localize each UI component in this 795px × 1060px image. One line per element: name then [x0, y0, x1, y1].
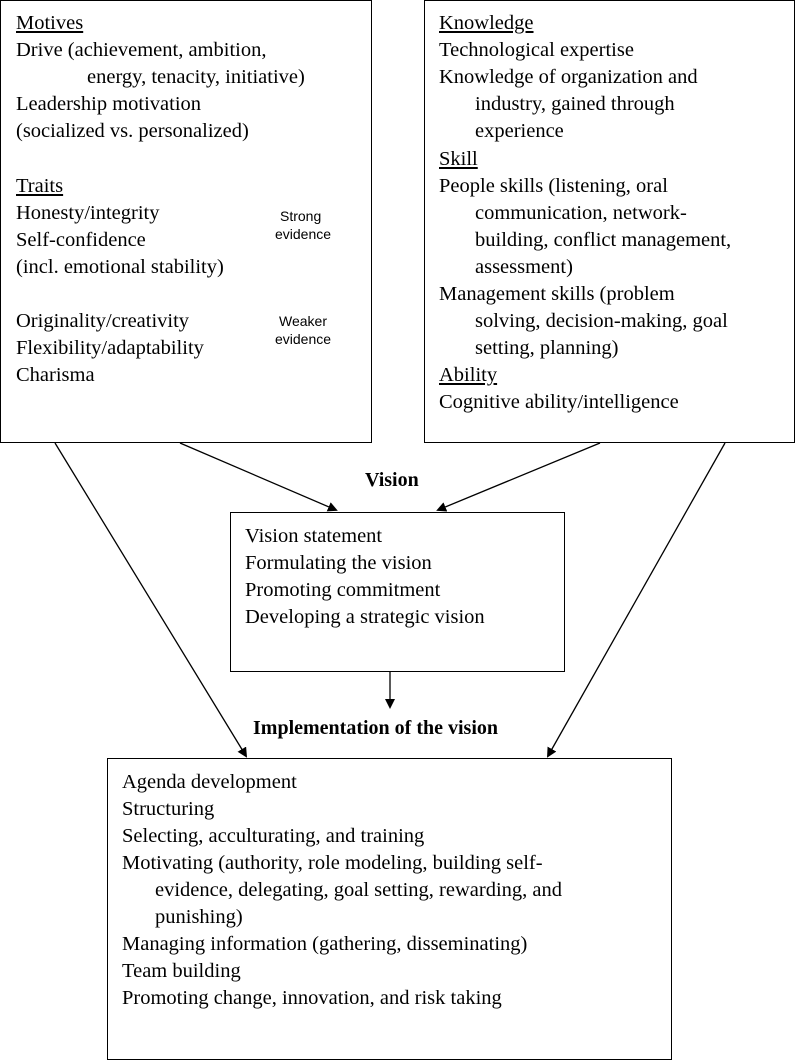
drive-text: Drive (achievement, ambition,	[16, 39, 267, 61]
knowledge-of-organization-cont1: industry, gained through	[475, 93, 675, 115]
technological-expertise: Technological expertise	[439, 39, 634, 61]
vision-item: Developing a strategic vision	[245, 606, 485, 628]
motives-heading: Motives	[16, 12, 84, 34]
trait-charisma: Charisma	[16, 364, 95, 386]
implementation-box: Agenda development Structuring Selecting…	[107, 758, 672, 1060]
trait-originality: Originality/creativity	[16, 310, 190, 332]
implementation-item-motivating: Motivating (authority, role modeling, bu…	[122, 852, 543, 874]
cognitive-ability: Cognitive ability/intelligence	[439, 391, 679, 413]
drive-text-continued: energy, tenacity, initiative)	[87, 66, 305, 88]
people-skills-cont3: assessment)	[475, 256, 573, 278]
implementation-item-team: Team building	[122, 960, 241, 982]
knowledge-heading: Knowledge	[439, 12, 534, 34]
people-skills: People skills (listening, oral	[439, 175, 668, 197]
implementation-item-managing: Managing information (gathering, dissemi…	[122, 933, 528, 955]
leadership-motivation-text: Leadership motivation	[16, 93, 202, 115]
vision-item: Promoting commitment	[245, 579, 441, 601]
traits-heading: Traits	[16, 175, 64, 197]
implementation-item-promoting: Promoting change, innovation, and risk t…	[122, 987, 502, 1009]
trait-flexibility: Flexibility/adaptability	[16, 337, 204, 359]
vision-item: Vision statement	[245, 525, 383, 547]
implementation-item-structuring: Structuring	[122, 798, 215, 820]
arrow-right-box-to-vision	[436, 442, 601, 512]
implementation-item-selecting: Selecting, acculturating, and training	[122, 825, 425, 847]
vision-item: Formulating the vision	[245, 552, 432, 574]
skill-heading: Skill	[439, 148, 478, 170]
trait-emotional-stability: (incl. emotional stability)	[16, 256, 224, 278]
implementation-item-agenda: Agenda development	[122, 771, 297, 793]
management-skills-cont2: setting, planning)	[475, 337, 619, 359]
motives-traits-box: Motives Drive (achievement, ambition, en…	[0, 0, 372, 443]
knowledge-skill-ability-box: Knowledge Technological expertise Knowle…	[424, 0, 795, 443]
vision-box: Vision statement Formulating the vision …	[230, 512, 565, 672]
ability-heading: Ability	[439, 364, 498, 386]
arrow-left-box-to-vision	[179, 442, 338, 512]
trait-self-confidence: Self-confidence	[16, 229, 146, 251]
implementation-item-motivating-cont1: evidence, delegating, goal setting, rewa…	[155, 879, 563, 901]
management-skills: Management skills (problem	[439, 283, 675, 305]
management-skills-cont1: solving, decision-making, goal	[475, 310, 728, 332]
people-skills-cont1: communication, network-	[475, 202, 687, 224]
weaker-evidence-label-line2: evidence	[275, 331, 332, 347]
people-skills-cont2: building, conflict management,	[475, 229, 732, 251]
arrow-left-box-to-implementation	[54, 442, 248, 758]
arrow-right-box-to-implementation	[547, 442, 726, 758]
strong-evidence-label-line1: Strong	[280, 208, 322, 224]
implementation-heading: Implementation of the vision	[253, 717, 498, 739]
knowledge-of-organization-cont2: experience	[475, 120, 564, 142]
strong-evidence-label-line2: evidence	[275, 226, 332, 242]
implementation-item-motivating-cont2: punishing)	[155, 906, 243, 928]
trait-honesty: Honesty/integrity	[16, 202, 160, 224]
vision-heading: Vision	[365, 469, 419, 491]
knowledge-of-organization: Knowledge of organization and	[439, 66, 698, 88]
weaker-evidence-label-line1: Weaker	[279, 313, 327, 329]
leadership-motivation-detail: (socialized vs. personalized)	[16, 120, 249, 142]
